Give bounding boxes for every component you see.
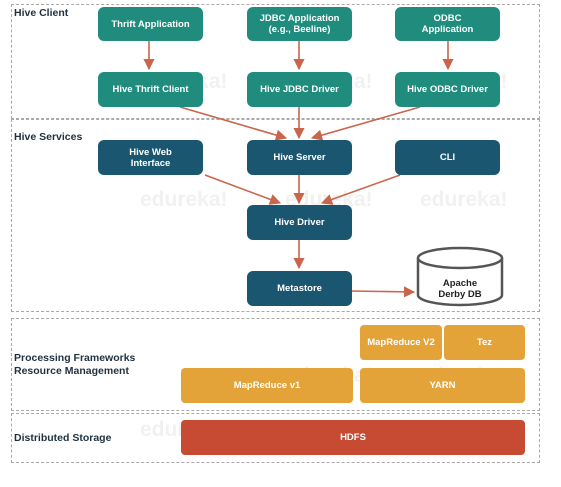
hive-web-interface-label-line1: Hive Web <box>129 146 172 158</box>
thrift-application-label: Thrift Application <box>111 18 190 30</box>
apache-derby-db-line1: Apache <box>442 278 478 289</box>
hdfs-box: HDFS <box>181 420 525 455</box>
thrift-application-box: Thrift Application <box>98 7 203 41</box>
hive-jdbc-driver-label: Hive JDBC Driver <box>260 84 339 95</box>
cli-label: CLI <box>439 152 456 163</box>
mapreduce-v2-box: MapReduce V2 <box>360 325 442 360</box>
arrow-web-to-driver <box>204 174 282 205</box>
hive-web-interface-label-line2: Interface <box>130 157 171 169</box>
odbc-application-label-line2: Application <box>421 24 474 35</box>
hive-driver-box: Hive Driver <box>247 205 352 240</box>
database-cylinder-icon <box>416 246 504 307</box>
arrow-thrift-client-to-server <box>179 106 288 141</box>
mapreduce-v1-box: MapReduce v1 <box>181 368 353 403</box>
tez-box: Tez <box>444 325 525 360</box>
odbc-application-box: ODBC Application <box>395 7 500 41</box>
resource-management-label: Resource Management <box>14 365 129 377</box>
arrow-metastore-to-db <box>350 286 416 298</box>
hive-odbc-driver-label: Hive ODBC Driver <box>407 84 488 95</box>
hive-server-box: Hive Server <box>247 140 352 175</box>
hive-thrift-client-label: Hive Thrift Client <box>112 84 189 95</box>
yarn-label: YARN <box>429 380 456 391</box>
odbc-application-label-line1: ODBC <box>433 13 462 24</box>
hive-web-interface-box: Hive Web Interface <box>98 140 203 175</box>
tez-label: Tez <box>476 337 493 348</box>
hive-jdbc-driver-box: Hive JDBC Driver <box>247 72 352 107</box>
metastore-box: Metastore <box>247 271 352 306</box>
yarn-box: YARN <box>360 368 525 403</box>
distributed-storage-label: Distributed Storage <box>14 432 112 444</box>
processing-section <box>11 318 540 411</box>
jdbc-application-box: JDBC Application (e.g., Beeline) <box>247 7 352 41</box>
hdfs-label: HDFS <box>340 432 366 443</box>
hive-client-section <box>11 4 540 119</box>
cli-box: CLI <box>395 140 500 175</box>
processing-frameworks-label: Processing Frameworks <box>14 352 136 364</box>
hive-odbc-driver-box: Hive ODBC Driver <box>395 72 500 107</box>
hive-thrift-client-box: Hive Thrift Client <box>98 72 203 107</box>
arrow-odbc-driver-to-server <box>310 106 421 141</box>
jdbc-application-label: JDBC Application <box>259 13 340 24</box>
metastore-label: Metastore <box>277 283 322 294</box>
mapreduce-v2-label: MapReduce V2 <box>367 337 435 348</box>
apache-derby-db-line2: Derby DB <box>438 289 482 300</box>
hive-client-label: Hive Client <box>14 7 69 19</box>
arrow-cli-to-driver <box>320 174 401 205</box>
hive-services-label: Hive Services <box>14 131 83 143</box>
hive-services-section <box>11 119 540 312</box>
apache-derby-db-label: Apache Derby DB <box>420 278 500 300</box>
jdbc-application-example: (e.g., Beeline) <box>268 24 331 35</box>
storage-section <box>11 413 540 463</box>
mapreduce-v1-label: MapReduce v1 <box>233 380 301 391</box>
hive-server-label: Hive Server <box>273 152 326 163</box>
hive-driver-label: Hive Driver <box>274 217 325 228</box>
